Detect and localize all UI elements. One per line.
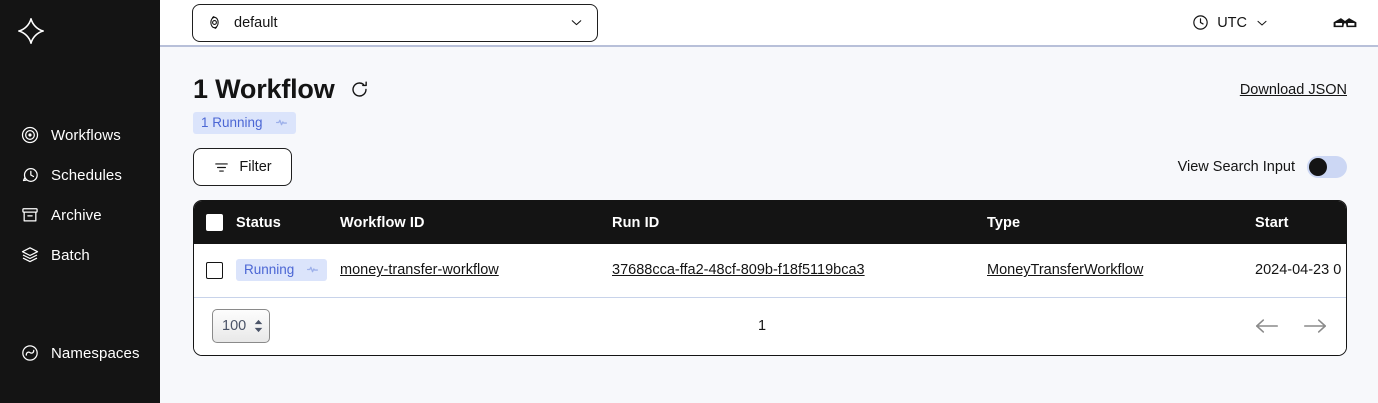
cell-run-id: 37688cca-ffa2-48cf-809b-f18f5119bca3: [612, 244, 987, 297]
previous-page-button[interactable]: [1254, 316, 1280, 336]
namespaces-icon: [22, 345, 38, 361]
running-icon: [307, 266, 319, 273]
page-title: 1 Workflow: [193, 74, 335, 104]
sidebar-item-workflows[interactable]: Workflows: [0, 115, 160, 155]
sidebar-item-archive[interactable]: Archive: [0, 195, 160, 235]
glasses-icon: [1333, 17, 1357, 27]
toggle-knob: [1309, 158, 1327, 176]
toolbar: Filter View Search Input: [193, 148, 1347, 186]
column-header-status[interactable]: Status: [236, 214, 281, 231]
cell-status: Running: [236, 244, 340, 297]
select-all-header: [194, 201, 236, 244]
page-number: 1: [757, 318, 767, 334]
top-bar: default UTC: [160, 0, 1378, 47]
sidebar-item-namespaces[interactable]: Namespaces: [0, 333, 160, 373]
namespace-label: default: [234, 14, 278, 31]
sidebar-item-label: Archive: [51, 206, 102, 224]
glasses-button[interactable]: [1332, 14, 1358, 32]
column-header-workflow-id[interactable]: Workflow ID: [340, 214, 425, 231]
status-badge-running[interactable]: 1 Running: [193, 112, 296, 134]
filter-icon: [215, 162, 229, 172]
timezone-label: UTC: [1217, 14, 1247, 31]
batch-icon: [21, 247, 39, 263]
temporal-logo: [18, 18, 44, 44]
chevron-down-icon: [571, 20, 582, 26]
cell-start: 2024-04-23 0: [1255, 262, 1342, 279]
logo-container[interactable]: [0, 0, 160, 70]
topbar-right-group: UTC: [1191, 13, 1358, 32]
namespace-icon: [210, 16, 219, 29]
running-icon: [275, 119, 287, 126]
column-header-start[interactable]: Start: [1255, 214, 1289, 231]
sidebar-item-label: Namespaces: [51, 344, 140, 362]
run-id-link[interactable]: 37688cca-ffa2-48cf-809b-f18f5119bca3: [612, 262, 865, 279]
table-head: Status Workflow ID Run ID Type Start: [194, 201, 1346, 244]
refresh-button[interactable]: [349, 79, 370, 100]
arrow-right-icon: [1303, 319, 1327, 333]
sidebar-nav-secondary: Namespaces: [0, 333, 160, 373]
sidebar-item-label: Batch: [51, 246, 90, 264]
row-select-cell: [194, 244, 236, 297]
table-row[interactable]: Running money-transfer-workflow: [194, 244, 1346, 297]
clock-icon: [1193, 15, 1208, 30]
workflow-type-link[interactable]: MoneyTransferWorkflow: [987, 262, 1144, 279]
chevron-down-icon: [1257, 20, 1267, 25]
sidebar-item-batch[interactable]: Batch: [0, 235, 160, 275]
refresh-icon: [351, 81, 367, 97]
download-json-link[interactable]: Download JSON: [1239, 81, 1347, 98]
column-header-run-id[interactable]: Run ID: [612, 214, 660, 231]
cell-type: MoneyTransferWorkflow: [987, 244, 1255, 297]
pagination-bar: 100 1: [194, 297, 1346, 355]
page-size-select[interactable]: 100: [212, 309, 270, 343]
schedules-icon: [22, 168, 38, 182]
main-area: default UTC: [160, 0, 1378, 403]
status-filter-badges: 1 Running: [193, 112, 1347, 134]
select-all-checkbox[interactable]: [206, 214, 223, 231]
sidebar-nav-primary: Workflows Schedules Archive: [0, 115, 160, 275]
pagination-arrows: [1254, 316, 1328, 336]
table-header-row: Status Workflow ID Run ID Type Start: [194, 201, 1346, 244]
filter-button-label: Filter: [239, 159, 272, 175]
arrow-left-icon: [1255, 319, 1279, 333]
row-checkbox[interactable]: [206, 261, 223, 279]
timezone-selector[interactable]: UTC: [1191, 13, 1270, 32]
status-badge-label: 1 Running: [201, 115, 263, 130]
next-page-button[interactable]: [1302, 316, 1328, 336]
table-body: Running money-transfer-workflow: [194, 244, 1346, 297]
workflows-table-card: Status Workflow ID Run ID Type Start: [193, 200, 1347, 356]
chevron-up-icon: [254, 319, 263, 325]
page-size-stepper[interactable]: [254, 319, 263, 333]
page-header: 1 Workflow Download JSON: [193, 47, 1347, 105]
workflows-table: Status Workflow ID Run ID Type Start: [194, 201, 1346, 298]
column-header-type[interactable]: Type: [987, 214, 1021, 231]
sidebar-item-schedules[interactable]: Schedules: [0, 155, 160, 195]
sidebar-item-label: Schedules: [51, 166, 122, 184]
sidebar: Workflows Schedules Archive: [0, 0, 160, 403]
namespace-selector[interactable]: default: [192, 3, 598, 42]
chevron-down-icon: [254, 327, 263, 333]
workflows-icon: [21, 126, 39, 144]
content-area: 1 Workflow Download JSON 1 Running: [160, 47, 1378, 356]
sidebar-item-label: Workflows: [51, 126, 121, 144]
cell-workflow-id: money-transfer-workflow: [340, 244, 612, 297]
status-badge[interactable]: Running: [236, 259, 328, 282]
status-badge-label: Running: [244, 262, 295, 278]
page-size-value: 100: [222, 318, 247, 334]
view-search-input-toggle[interactable]: View Search Input: [1178, 156, 1347, 178]
toggle-track[interactable]: [1307, 156, 1347, 178]
archive-icon: [22, 208, 38, 222]
workflow-id-link[interactable]: money-transfer-workflow: [340, 262, 499, 279]
view-search-input-label: View Search Input: [1177, 159, 1295, 175]
filter-button[interactable]: Filter: [193, 148, 292, 186]
